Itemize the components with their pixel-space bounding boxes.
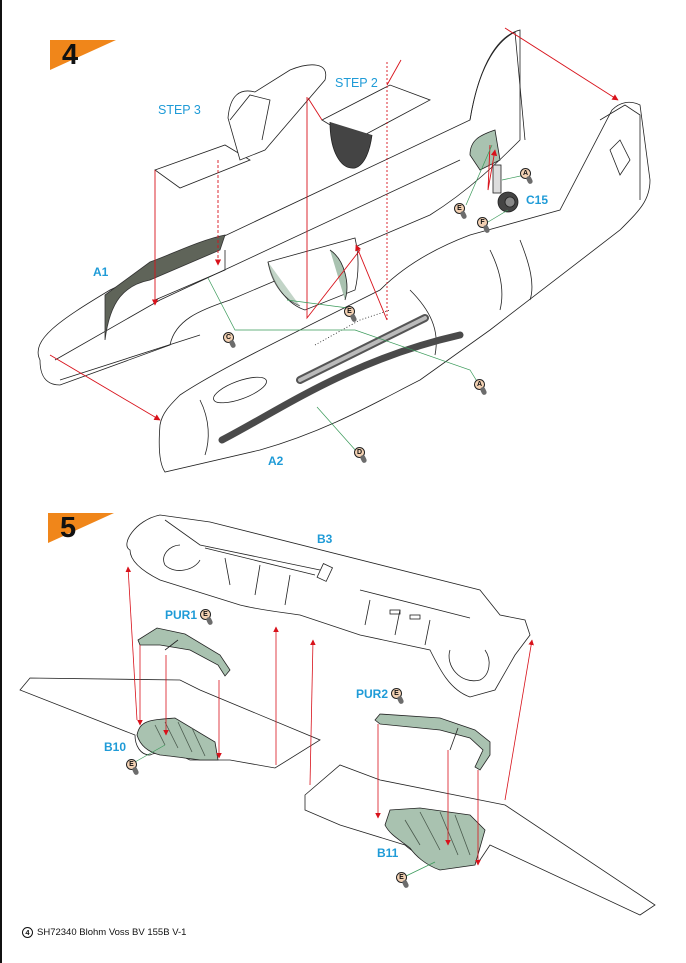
paint-callout-e: E (396, 872, 407, 883)
page-number: 4 (22, 927, 33, 938)
part-label-b11: B11 (377, 846, 399, 860)
upper-wing-b3 (126, 514, 531, 698)
paint-callout-d: D (354, 447, 365, 458)
pur2-part (374, 713, 491, 771)
paint-callout-e: E (454, 203, 465, 214)
part-label-b3: B3 (317, 532, 333, 546)
part-label-b10: B10 (104, 740, 127, 754)
paint-callout-a: A (520, 168, 531, 179)
part-label-pur1: PUR1 (165, 608, 198, 622)
step-4-drawing (37, 29, 651, 473)
step-3-label: STEP 3 (158, 103, 201, 117)
part-label-a1: A1 (93, 265, 109, 279)
step-4-badge: 4 (50, 39, 116, 71)
tail-wheel-bay (469, 129, 501, 171)
paint-callout-c: C (223, 332, 234, 343)
step-2-label: STEP 2 (335, 76, 378, 90)
step-5-badge: 5 (48, 512, 114, 544)
paint-callout-a: A (474, 379, 485, 390)
step-5-drawing (19, 514, 656, 916)
step-5-leaders (134, 744, 436, 878)
part-label-a2: A2 (268, 454, 284, 468)
tail-fin-a2 (599, 104, 641, 200)
fuselage-half-a2 (158, 101, 651, 473)
page-border (0, 0, 2, 963)
page-footer: 4 SH72340 Blohm Voss BV 155B V-1 (22, 927, 186, 938)
step-5-arrows (125, 566, 534, 866)
paint-callout-e: E (391, 688, 402, 699)
exhaust-pipe-lower (218, 331, 464, 444)
step-4-number: 4 (62, 39, 79, 71)
footer-title: SH72340 Blohm Voss BV 155B V-1 (37, 927, 187, 938)
paint-callout-e: E (200, 609, 211, 620)
part-label-c15: C15 (526, 193, 549, 207)
paint-callout-f: F (477, 217, 488, 228)
fuselage-half-a1 (37, 29, 521, 386)
step-4-arrows (49, 27, 619, 421)
step-4-leaders (207, 144, 526, 453)
cockpit-sidewall (104, 234, 226, 341)
part-label-pur2: PUR2 (356, 687, 389, 701)
step-5-number: 5 (60, 512, 77, 544)
paint-callout-e: E (126, 759, 137, 770)
pur1-part (137, 627, 231, 677)
wheel-well-b11 (384, 807, 486, 871)
pilot-seat (227, 64, 327, 161)
step3-seat-platform (154, 144, 251, 189)
paint-callout-e: E (344, 306, 355, 317)
